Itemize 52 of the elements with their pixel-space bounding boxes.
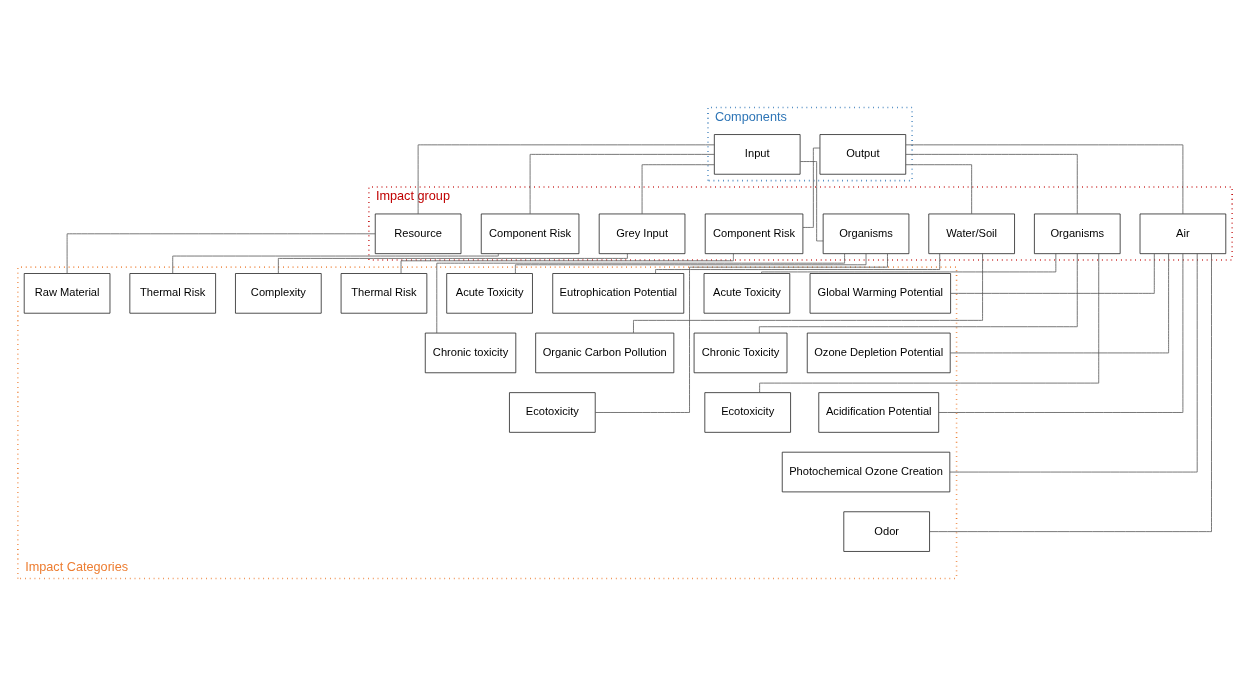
node-box: Organisms: [1034, 213, 1121, 254]
connector: [950, 253, 1155, 294]
connector: [758, 252, 1078, 333]
node-box: Global Warming Potential: [809, 272, 951, 314]
node-box: Air: [1139, 213, 1227, 254]
connector: [761, 252, 1057, 274]
node-box: Thermal Risk: [129, 272, 216, 314]
node-box: Acute Toxicity: [446, 272, 533, 314]
connector: [905, 143, 1184, 214]
connector: [759, 253, 1100, 393]
node-box: Chronic Toxicity: [693, 332, 788, 373]
node-box: Thermal Risk: [340, 272, 428, 314]
node-box: Ecotoxicity: [704, 391, 791, 433]
node-box: Odor: [843, 510, 930, 552]
connector: [529, 153, 715, 214]
connector: [172, 252, 499, 274]
node-box: Organisms: [822, 213, 910, 254]
node-box: Photochemical Ozone Creation: [781, 451, 951, 492]
node-box: Eutrophication Potential: [552, 272, 685, 314]
node-box: Water/Soil: [928, 213, 1015, 254]
connector: [641, 163, 715, 214]
node-box: Component Risk: [704, 213, 804, 254]
connector: [938, 253, 1184, 413]
connector: [929, 252, 1212, 532]
connector: [905, 153, 1078, 214]
node-box: Acute Toxicity: [703, 272, 791, 314]
connector: [515, 253, 867, 274]
connector: [655, 252, 941, 274]
connector: [800, 160, 824, 241]
node-box: Ecotoxicity: [509, 391, 596, 433]
node-box: Organic Carbon Pollution: [535, 332, 675, 373]
node-box: Grey Input: [598, 213, 686, 254]
node-box: Acidification Potential: [818, 391, 940, 433]
connector: [950, 252, 1169, 353]
connector: [594, 253, 888, 413]
connector: [436, 253, 845, 333]
node-box: Chronic toxicity: [424, 332, 517, 373]
node-box: Resource: [374, 213, 462, 254]
connector: [417, 143, 715, 214]
node-box: Complexity: [235, 272, 322, 314]
node-box: Input: [713, 133, 801, 175]
connector: [400, 252, 734, 274]
connector: [277, 252, 628, 274]
node-box: Component Risk: [480, 213, 580, 254]
connector: [949, 252, 1198, 472]
node-box: Ozone Depletion Potential: [806, 332, 951, 373]
connector: [633, 252, 983, 333]
node-box: Output: [819, 133, 907, 175]
connector: [802, 147, 821, 228]
node-box: Raw Material: [23, 272, 111, 314]
connector: [66, 232, 376, 274]
connector: [905, 163, 973, 214]
